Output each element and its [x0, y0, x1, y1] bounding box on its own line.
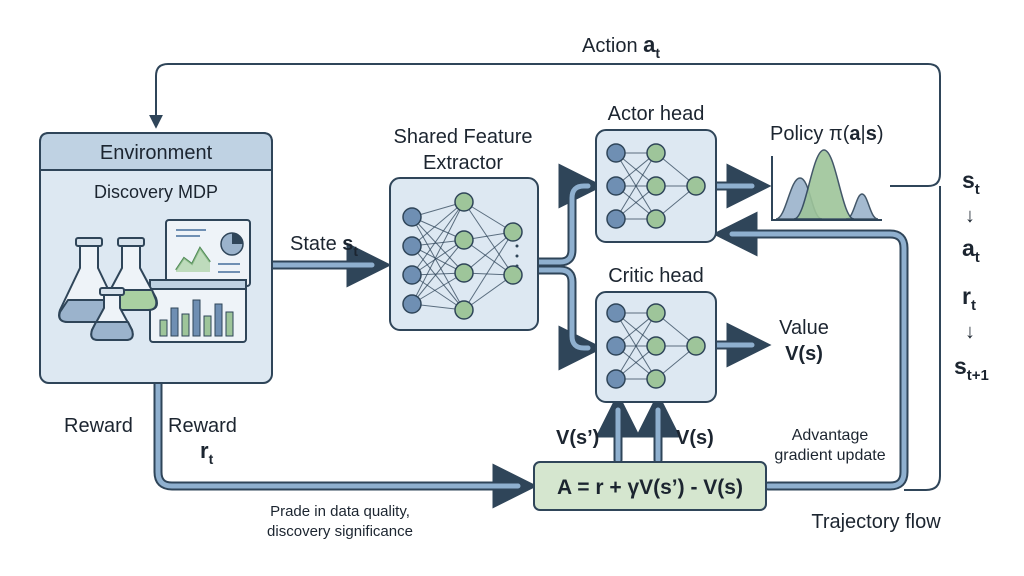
environment-title: Environment [100, 142, 213, 164]
environment-subtitle: Discovery MDP [94, 182, 218, 202]
extractor-panel [389, 177, 539, 331]
network-node [503, 222, 523, 242]
network-node [606, 209, 626, 229]
trajectory-s-t1: st+1 [954, 353, 989, 384]
extractor-label-line2: Extractor [423, 152, 503, 174]
network-node [454, 300, 474, 320]
advantage-note-line1: Advantage [792, 427, 869, 444]
trajectory-label: Trajectory flow [811, 511, 941, 533]
action-label: Action at [582, 32, 660, 61]
network-node [646, 143, 666, 163]
flask-icons [58, 237, 158, 341]
network-node [454, 230, 474, 250]
network-node [402, 236, 422, 256]
policy-distribution-plot [771, 149, 882, 221]
policy-label: Policy π(a|s) [770, 123, 884, 145]
trajectory-arrow-2: ↓ [965, 321, 975, 343]
reward-symbol: rt [200, 438, 214, 467]
network-node [606, 143, 626, 163]
network-node [402, 294, 422, 314]
reward-description-line2: discovery significance [267, 523, 413, 540]
loop-lines [149, 63, 941, 491]
dashboard-icon [165, 219, 251, 287]
environment-panel: Environment Discovery MDP [39, 132, 273, 384]
network-node [686, 176, 706, 196]
bar-chart-icon [149, 279, 247, 343]
network-edges [411, 201, 514, 311]
trajectory-sequence: st ↓ at rt ↓ st+1 [954, 167, 989, 384]
reward-label-right: Reward [168, 415, 237, 437]
actor-label: Actor head [608, 103, 705, 125]
network-node [646, 303, 666, 323]
ellipsis-dot [515, 254, 519, 258]
network-node [646, 209, 666, 229]
reward-description-line1: Prade in data quality, [270, 503, 410, 520]
critic-network [606, 303, 706, 389]
critic-input-next-value: V(s’) [556, 427, 599, 449]
trajectory-a-t: at [962, 235, 980, 266]
critic-panel [595, 291, 717, 403]
network-node [686, 336, 706, 356]
network-node [646, 336, 666, 356]
trajectory-s-t: st [962, 167, 980, 198]
extractor-label-line1: Shared Feature [394, 126, 533, 148]
critic-input-value: V(s) [676, 427, 714, 449]
network-node [454, 263, 474, 283]
network-node [606, 303, 626, 323]
network-node [402, 265, 422, 285]
extractor-network [402, 192, 523, 320]
value-label-line2: V(s) [785, 343, 823, 365]
ellipsis-dot [515, 244, 519, 248]
actor-network [606, 143, 706, 229]
reward-label-left: Reward [64, 415, 133, 437]
advantage-box: A = r + γV(s’) - V(s) [533, 461, 767, 511]
advantage-formula: A = r + γV(s’) - V(s) [557, 476, 743, 499]
network-node [606, 336, 626, 356]
flow-arrows [153, 163, 909, 509]
network-node [454, 192, 474, 212]
trajectory-r-t: rt [962, 283, 976, 314]
network-node [402, 207, 422, 227]
state-label: State st [290, 233, 358, 259]
network-node [646, 369, 666, 389]
advantage-note-line2: gradient update [774, 447, 885, 464]
network-node [606, 176, 626, 196]
ellipsis-dot [515, 264, 519, 268]
trajectory-arrow-1: ↓ [965, 205, 975, 227]
value-label-line1: Value [779, 317, 829, 339]
actor-panel [595, 129, 717, 243]
network-node [503, 265, 523, 285]
network-node [646, 176, 666, 196]
network-node [606, 369, 626, 389]
critic-label: Critic head [608, 265, 704, 287]
